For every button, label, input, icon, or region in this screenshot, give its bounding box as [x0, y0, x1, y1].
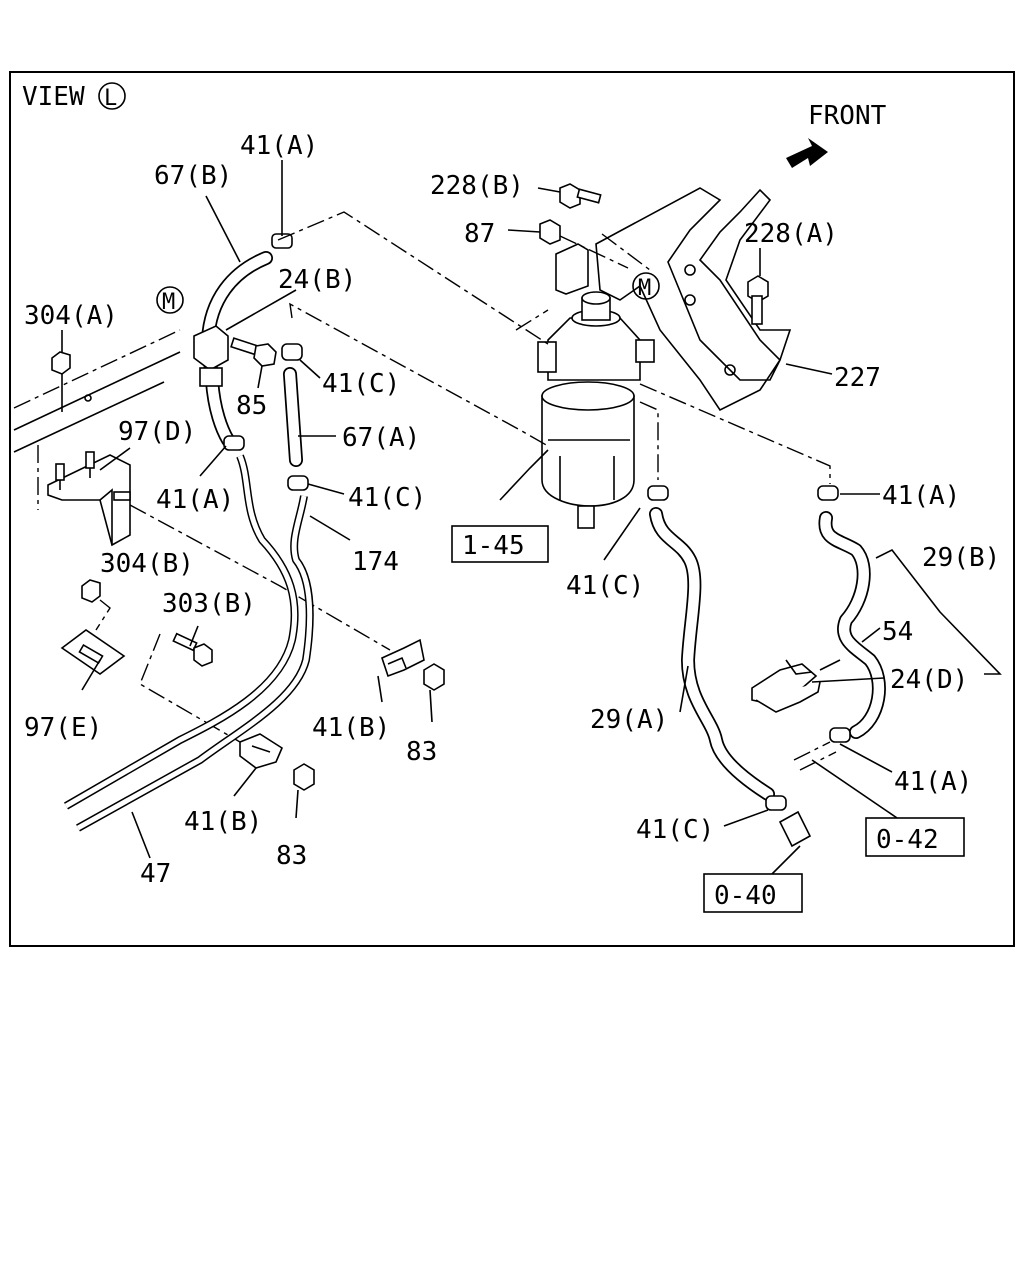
bracket-227 [595, 187, 792, 412]
front-arrow-icon [786, 138, 828, 168]
clip-41b-upper [381, 638, 425, 678]
clamp-41c-1 [281, 343, 303, 361]
label-41b-2: 41(B) [184, 807, 262, 837]
label-174: 174 [352, 547, 399, 577]
link-97d [129, 504, 391, 651]
clamp-41c-4 [765, 795, 787, 811]
link-filter-bracket [515, 309, 549, 331]
clip-41b-lower [239, 733, 284, 769]
ref-0-42[interactable]: 0-42 [876, 825, 939, 855]
hose-29a [649, 507, 775, 801]
ref-box-0-42 [865, 817, 965, 857]
label-304a: 304(A) [24, 301, 118, 331]
link-228b [601, 233, 651, 271]
marker-m-left-letter: M [162, 290, 175, 315]
ref-box-0-40 [703, 873, 803, 913]
label-41c-2: 41(C) [348, 483, 426, 513]
bolt-228b [559, 183, 602, 209]
label-29b: 29(B) [922, 543, 1000, 573]
clamp-41a-top [271, 233, 293, 249]
clamp-41c-3 [647, 485, 669, 501]
nut-304b [81, 579, 101, 603]
link-87 [559, 235, 629, 269]
label-47: 47 [140, 859, 171, 889]
chassis-frame [13, 329, 181, 510]
view-letter: L [104, 86, 117, 111]
view-label: VIEW [22, 82, 85, 112]
label-83-2: 83 [276, 841, 307, 871]
clamp-24d [751, 659, 821, 713]
marker-m-left [156, 286, 184, 314]
bracket-small [555, 243, 589, 295]
plate-97e [60, 629, 126, 675]
link-41a-top [277, 211, 549, 345]
marker-m-right [632, 272, 660, 300]
bolt-228a [747, 275, 769, 325]
clamp-24b [193, 325, 229, 387]
label-41c-1: 41(C) [322, 369, 400, 399]
label-41a-right: 41(A) [882, 481, 960, 511]
view-circle [98, 82, 126, 110]
label-41c-4: 41(C) [636, 815, 714, 845]
label-41a-top: 41(A) [240, 131, 318, 161]
label-304b: 304(B) [100, 549, 194, 579]
pipe-stub-0-42 [793, 741, 837, 771]
marker-m-right-letter: M [638, 276, 651, 301]
ref-box-1-45 [451, 525, 549, 563]
label-41c-3: 41(C) [566, 571, 644, 601]
label-83-1: 83 [406, 737, 437, 767]
label-97d: 97(D) [118, 417, 196, 447]
label-97e: 97(E) [24, 713, 102, 743]
fuel-filter-assembly [537, 291, 655, 529]
label-228a: 228(A) [744, 219, 838, 249]
clamp-41c-2 [287, 475, 309, 491]
clamp-41a-left [223, 435, 245, 451]
label-303b: 303(B) [162, 589, 256, 619]
link-304b [95, 599, 111, 631]
label-29a: 29(A) [590, 705, 668, 735]
label-67a: 67(A) [342, 423, 420, 453]
diagram-frame [9, 71, 1015, 947]
nut-87 [539, 219, 561, 245]
label-41a-left: 41(A) [156, 485, 234, 515]
nut-304a [51, 351, 71, 412]
bolt-85 [230, 337, 277, 367]
label-41a-bottom: 41(A) [894, 767, 972, 797]
link-41c-3 [639, 401, 659, 480]
nut-83-lower [293, 763, 315, 791]
link-303b [139, 633, 241, 743]
leader-lines [61, 160, 901, 877]
bolt-303b [172, 632, 213, 667]
link-67a [289, 302, 549, 447]
label-54: 54 [882, 617, 913, 647]
label-228b: 228(B) [430, 171, 524, 201]
label-227: 227 [834, 363, 881, 393]
label-87: 87 [464, 219, 495, 249]
label-67b: 67(B) [154, 161, 232, 191]
pipe-stub-0-40 [778, 810, 812, 848]
label-85: 85 [236, 391, 267, 421]
group-bracket-29b [875, 548, 1002, 675]
label-41b-1: 41(B) [312, 713, 390, 743]
ref-0-40[interactable]: 0-40 [714, 881, 777, 911]
clamp-41a-bottom [829, 727, 851, 743]
label-24b: 24(B) [278, 265, 356, 295]
nut-83-upper [423, 663, 445, 691]
label-24d: 24(D) [890, 665, 968, 695]
link-41a-right [639, 383, 831, 484]
front-label: FRONT [808, 101, 887, 131]
bracket-97d [47, 451, 131, 547]
ref-1-45[interactable]: 1-45 [462, 531, 525, 561]
clamp-41a-right [817, 485, 839, 501]
